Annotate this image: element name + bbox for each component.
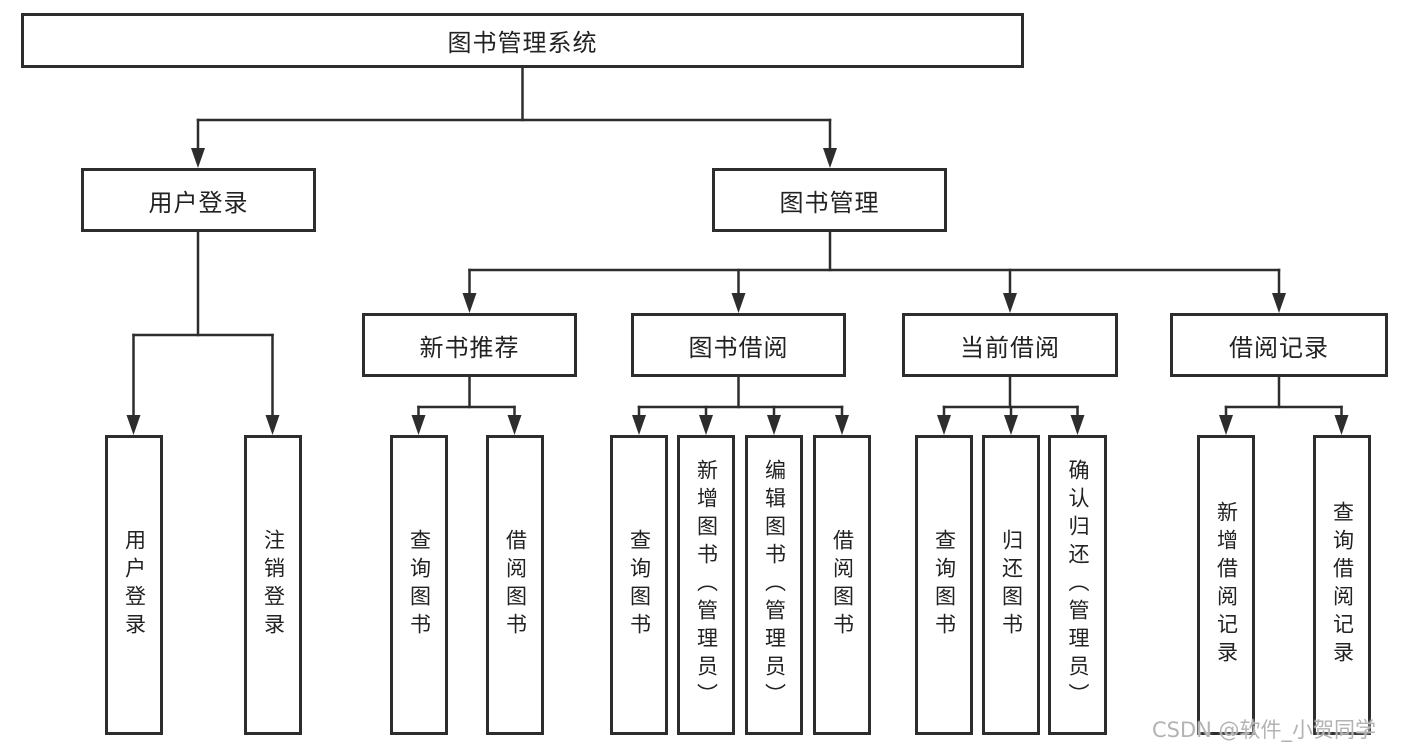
leaf-add-borrow-record-label: 新增借阅记录 [1214, 501, 1239, 669]
leaf-add-books-admin-label: 新增图书（管理员） [694, 459, 719, 711]
leaf-return-books-label: 归还图书 [999, 529, 1024, 641]
borrow-records-connectors [1219, 375, 1349, 435]
leaf-user-login-label: 用户登录 [122, 529, 147, 641]
book-borrow-connectors [632, 375, 849, 435]
leaf-query-borrow-record-label: 查询借阅记录 [1330, 501, 1355, 669]
node-root: 图书管理系统 [21, 13, 1024, 68]
node-book-management-label: 图书管理 [779, 188, 880, 217]
leaf-borrow-query-books-label: 查询图书 [627, 529, 652, 641]
leaf-query-borrow-record: 查询借阅记录 [1313, 435, 1371, 735]
node-root-label: 图书管理系统 [447, 29, 598, 57]
leaf-edit-books-admin-label: 编辑图书（管理员） [762, 459, 787, 711]
node-new-book-recommend-label: 新书推荐 [419, 333, 520, 362]
leaf-return-books: 归还图书 [982, 435, 1040, 735]
leaf-current-query-books-label: 查询图书 [932, 529, 957, 641]
new-book-recommend-connectors [411, 375, 522, 435]
node-book-borrow-label: 图书借阅 [688, 333, 789, 362]
book-management-connectors [462, 230, 1286, 313]
leaf-recommend-query-books: 查询图书 [390, 435, 448, 735]
node-book-borrow: 图书借阅 [631, 313, 846, 377]
leaf-recommend-query-books-label: 查询图书 [407, 529, 432, 641]
node-new-book-recommend: 新书推荐 [362, 313, 577, 377]
leaf-current-query-books: 查询图书 [915, 435, 973, 735]
leaf-recommend-borrow-books-label: 借阅图书 [503, 529, 528, 641]
node-book-management: 图书管理 [712, 168, 947, 232]
leaf-borrow-query-books: 查询图书 [610, 435, 668, 735]
leaf-logout-label: 注销登录 [261, 529, 286, 641]
node-user-login-label: 用户登录 [148, 188, 249, 217]
leaf-logout: 注销登录 [244, 435, 302, 735]
leaf-edit-books-admin: 编辑图书（管理员） [745, 435, 803, 735]
leaf-add-borrow-record: 新增借阅记录 [1197, 435, 1255, 735]
node-user-login: 用户登录 [81, 168, 316, 232]
node-borrow-records: 借阅记录 [1170, 313, 1388, 377]
user-login-connectors [126, 230, 280, 435]
leaf-recommend-borrow-books: 借阅图书 [486, 435, 544, 735]
leaf-add-books-admin: 新增图书（管理员） [677, 435, 735, 735]
leaf-confirm-return-admin-label: 确认归还（管理员） [1066, 459, 1090, 711]
node-current-borrow-label: 当前借阅 [960, 333, 1060, 362]
current-borrow-connectors [937, 375, 1085, 435]
leaf-confirm-return-admin: 确认归还（管理员） [1048, 435, 1107, 735]
node-borrow-records-label: 借阅记录 [1229, 333, 1329, 362]
leaf-borrow-books: 借阅图书 [813, 435, 871, 735]
root-connectors [191, 66, 837, 168]
leaf-borrow-books-label: 借阅图书 [830, 529, 855, 641]
leaf-user-login: 用户登录 [105, 435, 163, 735]
watermark: CSDN @软件_小贺同学 [1152, 718, 1377, 742]
node-current-borrow: 当前借阅 [902, 313, 1118, 377]
